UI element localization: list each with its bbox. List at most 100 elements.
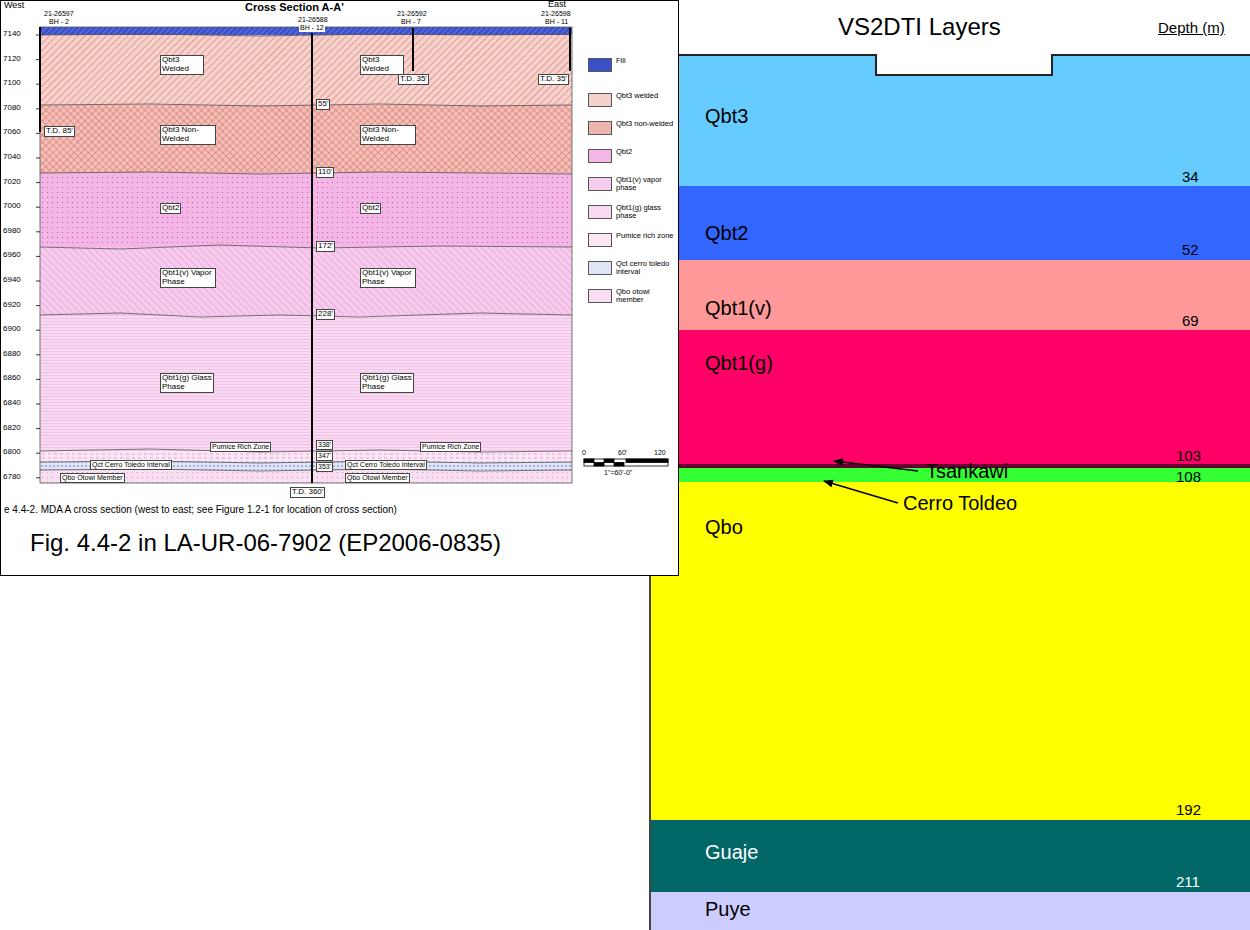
layer-band: Qbt1(g) <box>652 330 1250 464</box>
label: 338' <box>316 440 333 450</box>
layer-band: Puye <box>652 892 1250 930</box>
depth-value: 108 <box>1176 469 1201 486</box>
legend-text: Qbo otowi member <box>616 288 674 305</box>
legend-text: Qbt1(v) vapor phase <box>616 176 674 193</box>
label: 1"=60'-0" <box>604 469 632 477</box>
label: East <box>548 0 566 10</box>
depth-value: 192 <box>1176 802 1201 819</box>
label: Cross Section A-A' <box>245 1 344 13</box>
legend-swatch <box>588 233 612 247</box>
elevation-tick: 7100 <box>3 79 21 88</box>
label: Qbt2 <box>160 203 181 214</box>
legend-swatch <box>588 58 612 72</box>
label: 353' <box>316 462 333 472</box>
elevation-tick: 7040 <box>3 153 21 162</box>
elevation-tick: 6880 <box>3 350 21 359</box>
label: Qbt1(v) Vapor Phase <box>360 268 416 288</box>
layer-band: Qbt2 <box>652 186 1250 260</box>
layer-name: Qbt3 <box>705 105 748 127</box>
depth-value: 211 <box>1176 874 1200 891</box>
label: BH - 7 <box>400 18 422 26</box>
label: BH - 12 <box>299 24 325 32</box>
elevation-tick: 6860 <box>3 374 21 383</box>
layer-band: Qbt1(v) <box>652 260 1250 330</box>
label: T.D. 85' <box>44 126 75 137</box>
elevation-tick: 7000 <box>3 202 21 211</box>
depth-value: 52 <box>1182 242 1199 259</box>
elevation-tick: 6940 <box>3 276 21 285</box>
layer-band: Guaje <box>652 820 1250 892</box>
label: Qbt3 Welded <box>160 55 204 75</box>
label: Cerro Toldeo <box>903 492 1017 514</box>
figure-caption: Fig. 4.4-2 in LA-UR-06-7902 (EP2006-0835… <box>30 530 501 556</box>
label: West <box>4 1 24 11</box>
label: Qbo Otowi Member <box>345 473 410 483</box>
label: Pumice Rich Zone <box>210 442 271 452</box>
elevation-tick: 6800 <box>3 448 21 457</box>
label: Qbo Otowi Member <box>60 473 125 483</box>
label: 228' <box>316 309 335 320</box>
legend-text: Qbt3 welded <box>616 92 674 100</box>
legend-text: Qct cerro toledo interval <box>616 260 674 277</box>
label: 110' <box>316 167 334 178</box>
label: BH - 2 <box>48 18 70 26</box>
label: Qbt3 Non-Welded <box>360 125 416 145</box>
legend-swatch <box>588 205 612 219</box>
label: Qbt3 Welded <box>360 55 404 75</box>
elevation-tick: 6840 <box>3 399 21 408</box>
layer-name: Guaje <box>705 841 758 863</box>
layer-name: Qbt1(g) <box>705 352 773 374</box>
label: Pumice Rich Zone <box>420 442 481 452</box>
diagram-title: VS2DTI Layers <box>838 14 1001 40</box>
legend-swatch <box>588 261 612 275</box>
elevation-tick: 6780 <box>3 473 21 482</box>
label: 21-26588 <box>297 16 329 24</box>
layer-band: Qbo <box>652 482 1250 820</box>
label: Qbt3 Non-Welded <box>160 125 216 145</box>
label: Depth (m) <box>1158 20 1225 37</box>
label: Qbt1(v) Vapor Phase <box>160 268 216 288</box>
elevation-tick: 6980 <box>3 227 21 236</box>
elevation-tick: 6920 <box>3 301 21 310</box>
label: Qbt2 <box>360 203 381 214</box>
legend-text: Qbt1(g) glass phase <box>616 204 674 221</box>
label: T.D. 360' <box>290 487 325 498</box>
label: 60' <box>618 449 627 457</box>
label: Qbt1(g) Glass Phase <box>160 373 214 393</box>
label: 55' <box>316 99 330 110</box>
layer-name: Puye <box>705 898 751 920</box>
elevation-tick: 7020 <box>3 178 21 187</box>
layer-name: Qbt1(v) <box>705 297 772 319</box>
label: 21-26592 <box>396 10 428 18</box>
elevation-tick: 7140 <box>3 30 21 39</box>
label: e 4.4-2. MDA A cross section (west to ea… <box>4 504 397 515</box>
legend-text: Fill <box>616 57 674 65</box>
layer-name: Qbo <box>705 516 743 538</box>
label: 0 <box>582 449 586 457</box>
legend-swatch <box>588 289 612 303</box>
elevation-tick: 7060 <box>3 128 21 137</box>
legend-text: Qbt2 <box>616 148 674 156</box>
elevation-tick: 7120 <box>3 55 21 64</box>
elevation-tick: 6900 <box>3 325 21 334</box>
label: 21-26598 <box>540 10 572 18</box>
label: BH - 11 <box>544 18 569 26</box>
layer-band: Qbt3 <box>652 57 1250 186</box>
label: 120 <box>654 449 666 457</box>
label: Tsankawi <box>926 460 1008 482</box>
label: T.D. 35' <box>538 74 569 85</box>
legend-swatch <box>588 177 612 191</box>
legend-text: Qbt3 non-welded <box>616 120 674 128</box>
label: T.D. 35' <box>398 74 429 85</box>
label: 172' <box>316 241 335 252</box>
legend-swatch <box>588 93 612 107</box>
legend-text: Pumice rich zone <box>616 232 674 240</box>
label: Qct Cerro Toledo Interval <box>90 460 172 470</box>
label: Qbt1(g) Glass Phase <box>360 373 414 393</box>
label: 347' <box>316 451 333 461</box>
depth-value: 69 <box>1182 313 1199 330</box>
elevation-tick: 6960 <box>3 251 21 260</box>
elevation-tick: 6820 <box>3 424 21 433</box>
label: 21-26597 <box>43 10 75 18</box>
